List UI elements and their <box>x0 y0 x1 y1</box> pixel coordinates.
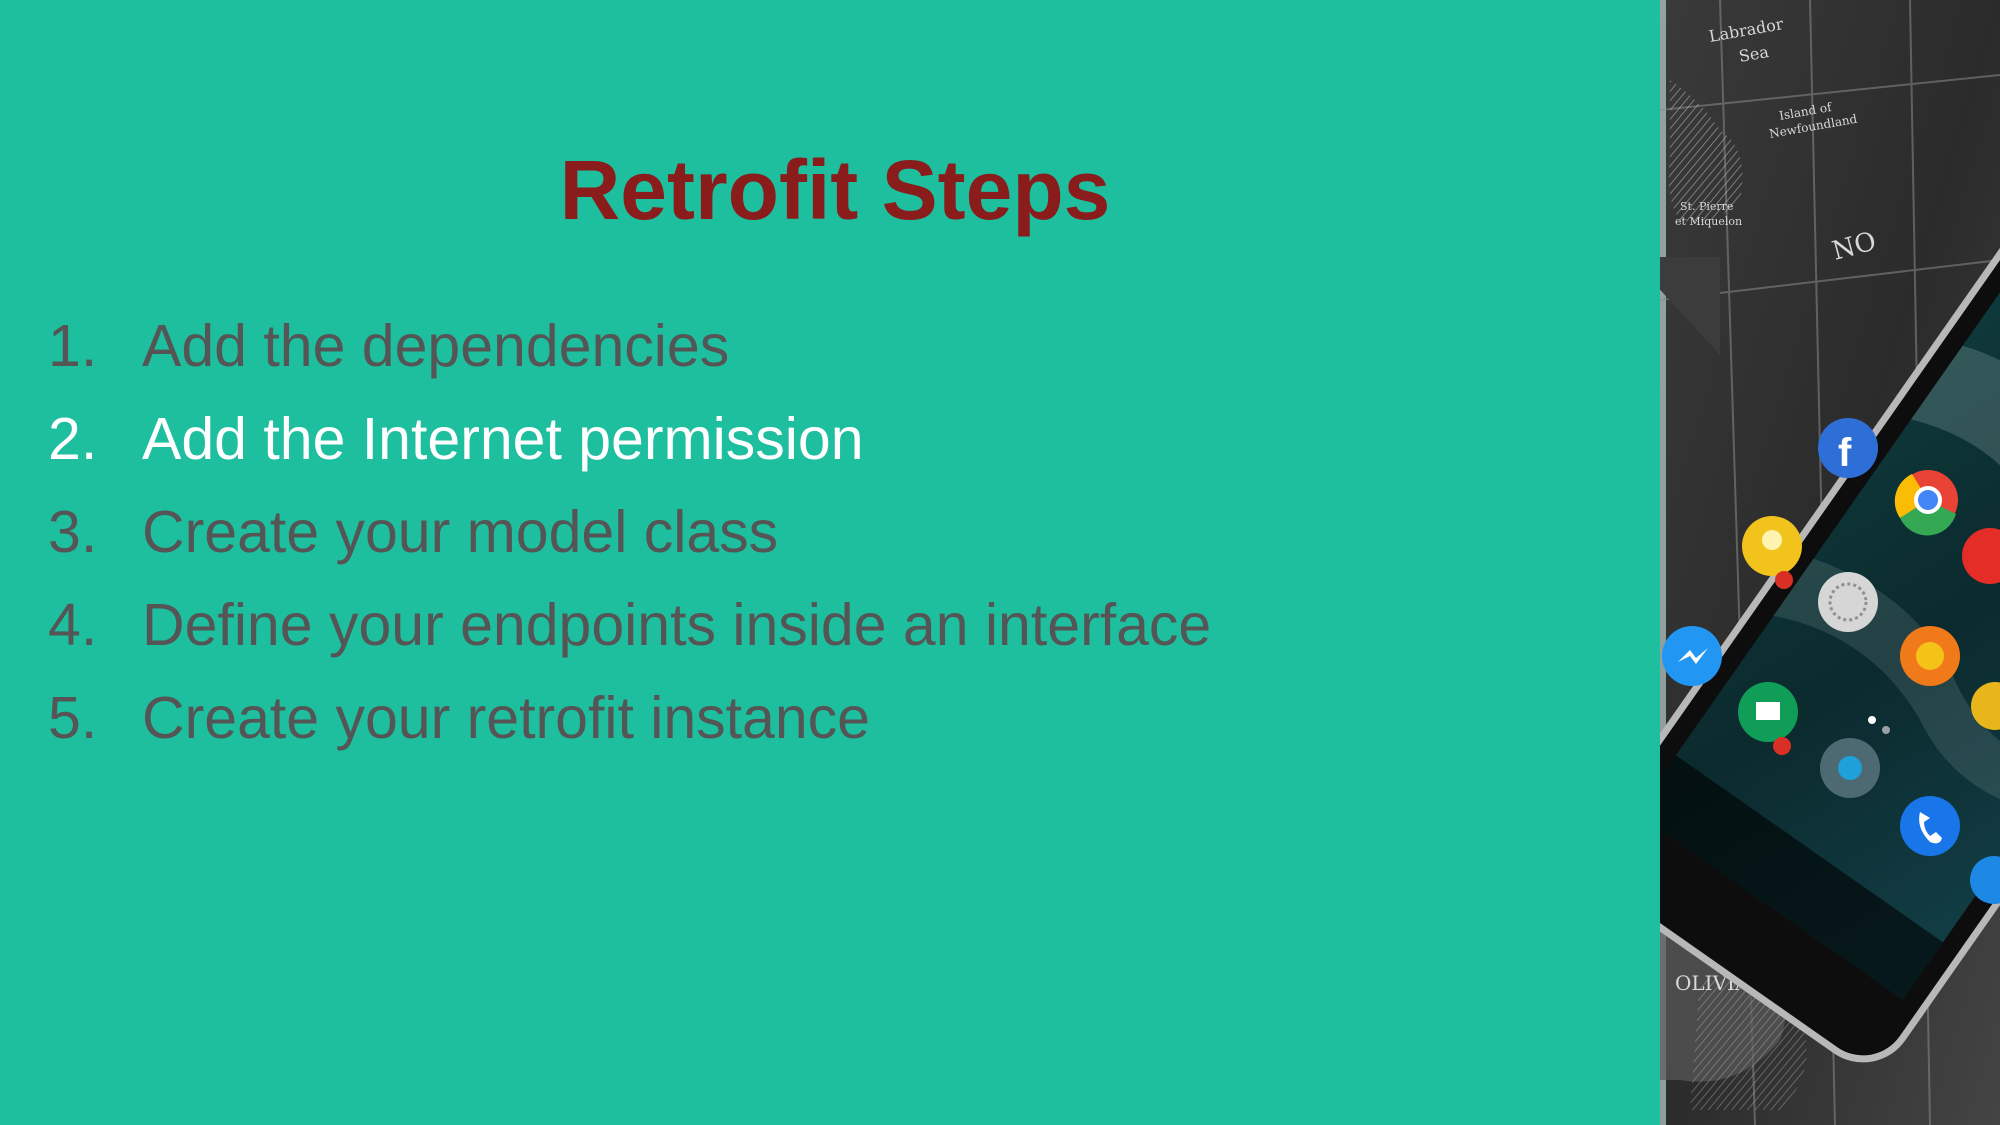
step-text: Add the Internet permission <box>142 406 864 472</box>
step-text: Add the dependencies <box>142 313 730 379</box>
steps-list: 1. Add the dependencies 2. Add the Interne… <box>48 300 1211 765</box>
camera-app-icon <box>1820 738 1880 798</box>
phone-on-map-illustration: Labrador Sea Island of Newfoundland St. … <box>1660 0 2000 1125</box>
page-dot <box>1882 726 1890 734</box>
playmemories-app-icon <box>1742 516 1802 589</box>
svg-text:Sea: Sea <box>1737 42 1770 66</box>
map-coastline <box>1668 80 1743 223</box>
phone-on-map-photo: Labrador Sea Island of Newfoundland St. … <box>1660 0 2000 1125</box>
phone-app-icon <box>1900 796 1960 856</box>
step-number: 5. <box>48 685 98 751</box>
music-app-icon <box>1900 626 1960 686</box>
step-item: 3. Create your model class <box>48 486 1211 579</box>
contacts-app-icon <box>1970 856 2000 904</box>
step-number: 3. <box>48 499 98 565</box>
youtube-app-icon <box>1962 528 2000 584</box>
vsco-app-icon <box>1818 572 1878 632</box>
step-text: Define your endpoints inside an interfac… <box>142 592 1212 658</box>
hangouts-app-icon <box>1738 682 1798 755</box>
messenger-app-icon <box>1662 626 1722 686</box>
svg-text:et Miquelon: et Miquelon <box>1675 215 1742 228</box>
app-icons: f <box>1662 418 2000 904</box>
step-item: 4. Define your endpoints inside an interf… <box>48 579 1211 672</box>
step-number: 2. <box>48 406 98 472</box>
step-text: Create your retrofit instance <box>142 685 870 751</box>
gallery-app-icon <box>1971 682 2000 730</box>
step-number: 4. <box>48 592 98 658</box>
step-number: 1. <box>48 313 98 379</box>
page-dot <box>1868 716 1876 724</box>
step-item: 2. Add the Internet permission <box>48 393 1211 486</box>
svg-text:f: f <box>1838 431 1852 475</box>
step-text: Create your model class <box>142 499 779 565</box>
step-item: 1. Add the dependencies <box>48 300 1211 393</box>
slide-title: Retrofit Steps <box>559 143 1111 237</box>
facebook-app-icon: f <box>1818 418 1878 478</box>
step-item: 5. Create your retrofit instance <box>48 672 1211 765</box>
svg-text:St. Pierre: St. Pierre <box>1680 200 1733 213</box>
callout-notch <box>1660 257 1720 355</box>
chrome-app-icon <box>1894 470 1958 536</box>
